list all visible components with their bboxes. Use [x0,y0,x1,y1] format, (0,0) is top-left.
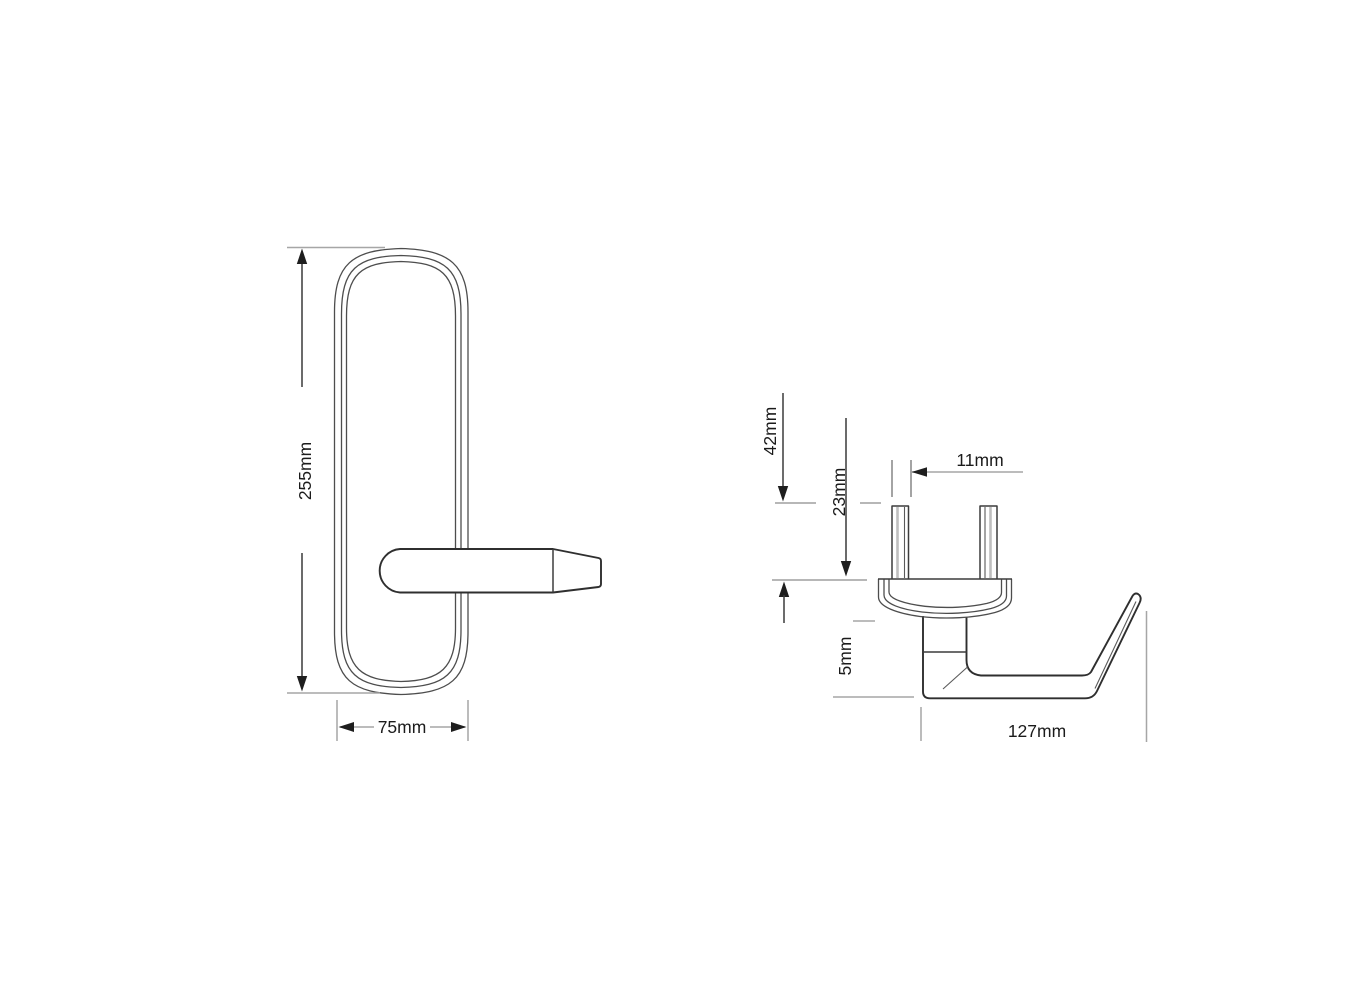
lever-handle-front-outline [378,548,602,594]
dim-127-label: 127mm [1008,721,1066,741]
left-post-outline [891,505,910,579]
dim-plate-height: 255mm [287,246,385,694]
arrowhead-up [778,581,790,597]
front-view: 255mm 75mm [287,246,602,741]
rose-base-side [877,578,1013,619]
dim-11-label: 11mm [956,450,1003,470]
rose-inner-outline [883,579,1008,615]
dim-127: 127mm [920,611,1148,742]
arrowhead-down [777,486,789,502]
backplate-front [333,247,469,696]
backplate-inner-outline [340,254,462,689]
arrowhead-down [840,561,852,577]
dim-5: 5mm [778,581,914,698]
rose-outer-outline [877,579,1013,619]
dim-23: 23mm [772,418,867,581]
plate-height-label: 255mm [295,442,315,500]
arrowhead-down [296,676,308,692]
dim-42: 42mm [760,393,881,504]
backplate-outer-outline [333,247,469,696]
dim-42-label: 42mm [760,407,780,456]
dim-5-label: 5mm [835,637,855,676]
arrowhead-right [451,722,467,732]
dim-plate-width: 75mm [336,700,469,741]
lever-side [922,592,1142,700]
rose-rim-line [888,579,1003,609]
lever-tip-thickness-line [1094,601,1137,689]
arrowhead-left [911,467,927,477]
backplate-face-outline [345,260,457,683]
arrowhead-up [296,248,308,264]
right-post-outline [979,505,998,579]
lever-handle-front [378,548,602,594]
mounting-posts [891,505,998,579]
plate-width-label: 75mm [378,717,427,737]
dim-11: 11mm [891,450,1023,497]
arrowhead-left [338,722,354,732]
lever-corner-detail-line [942,666,968,690]
lever-side-outline [922,592,1142,700]
side-view: 42mm 23mm 5mm 11mm [760,393,1148,742]
dim-23-label: 23mm [829,468,849,517]
